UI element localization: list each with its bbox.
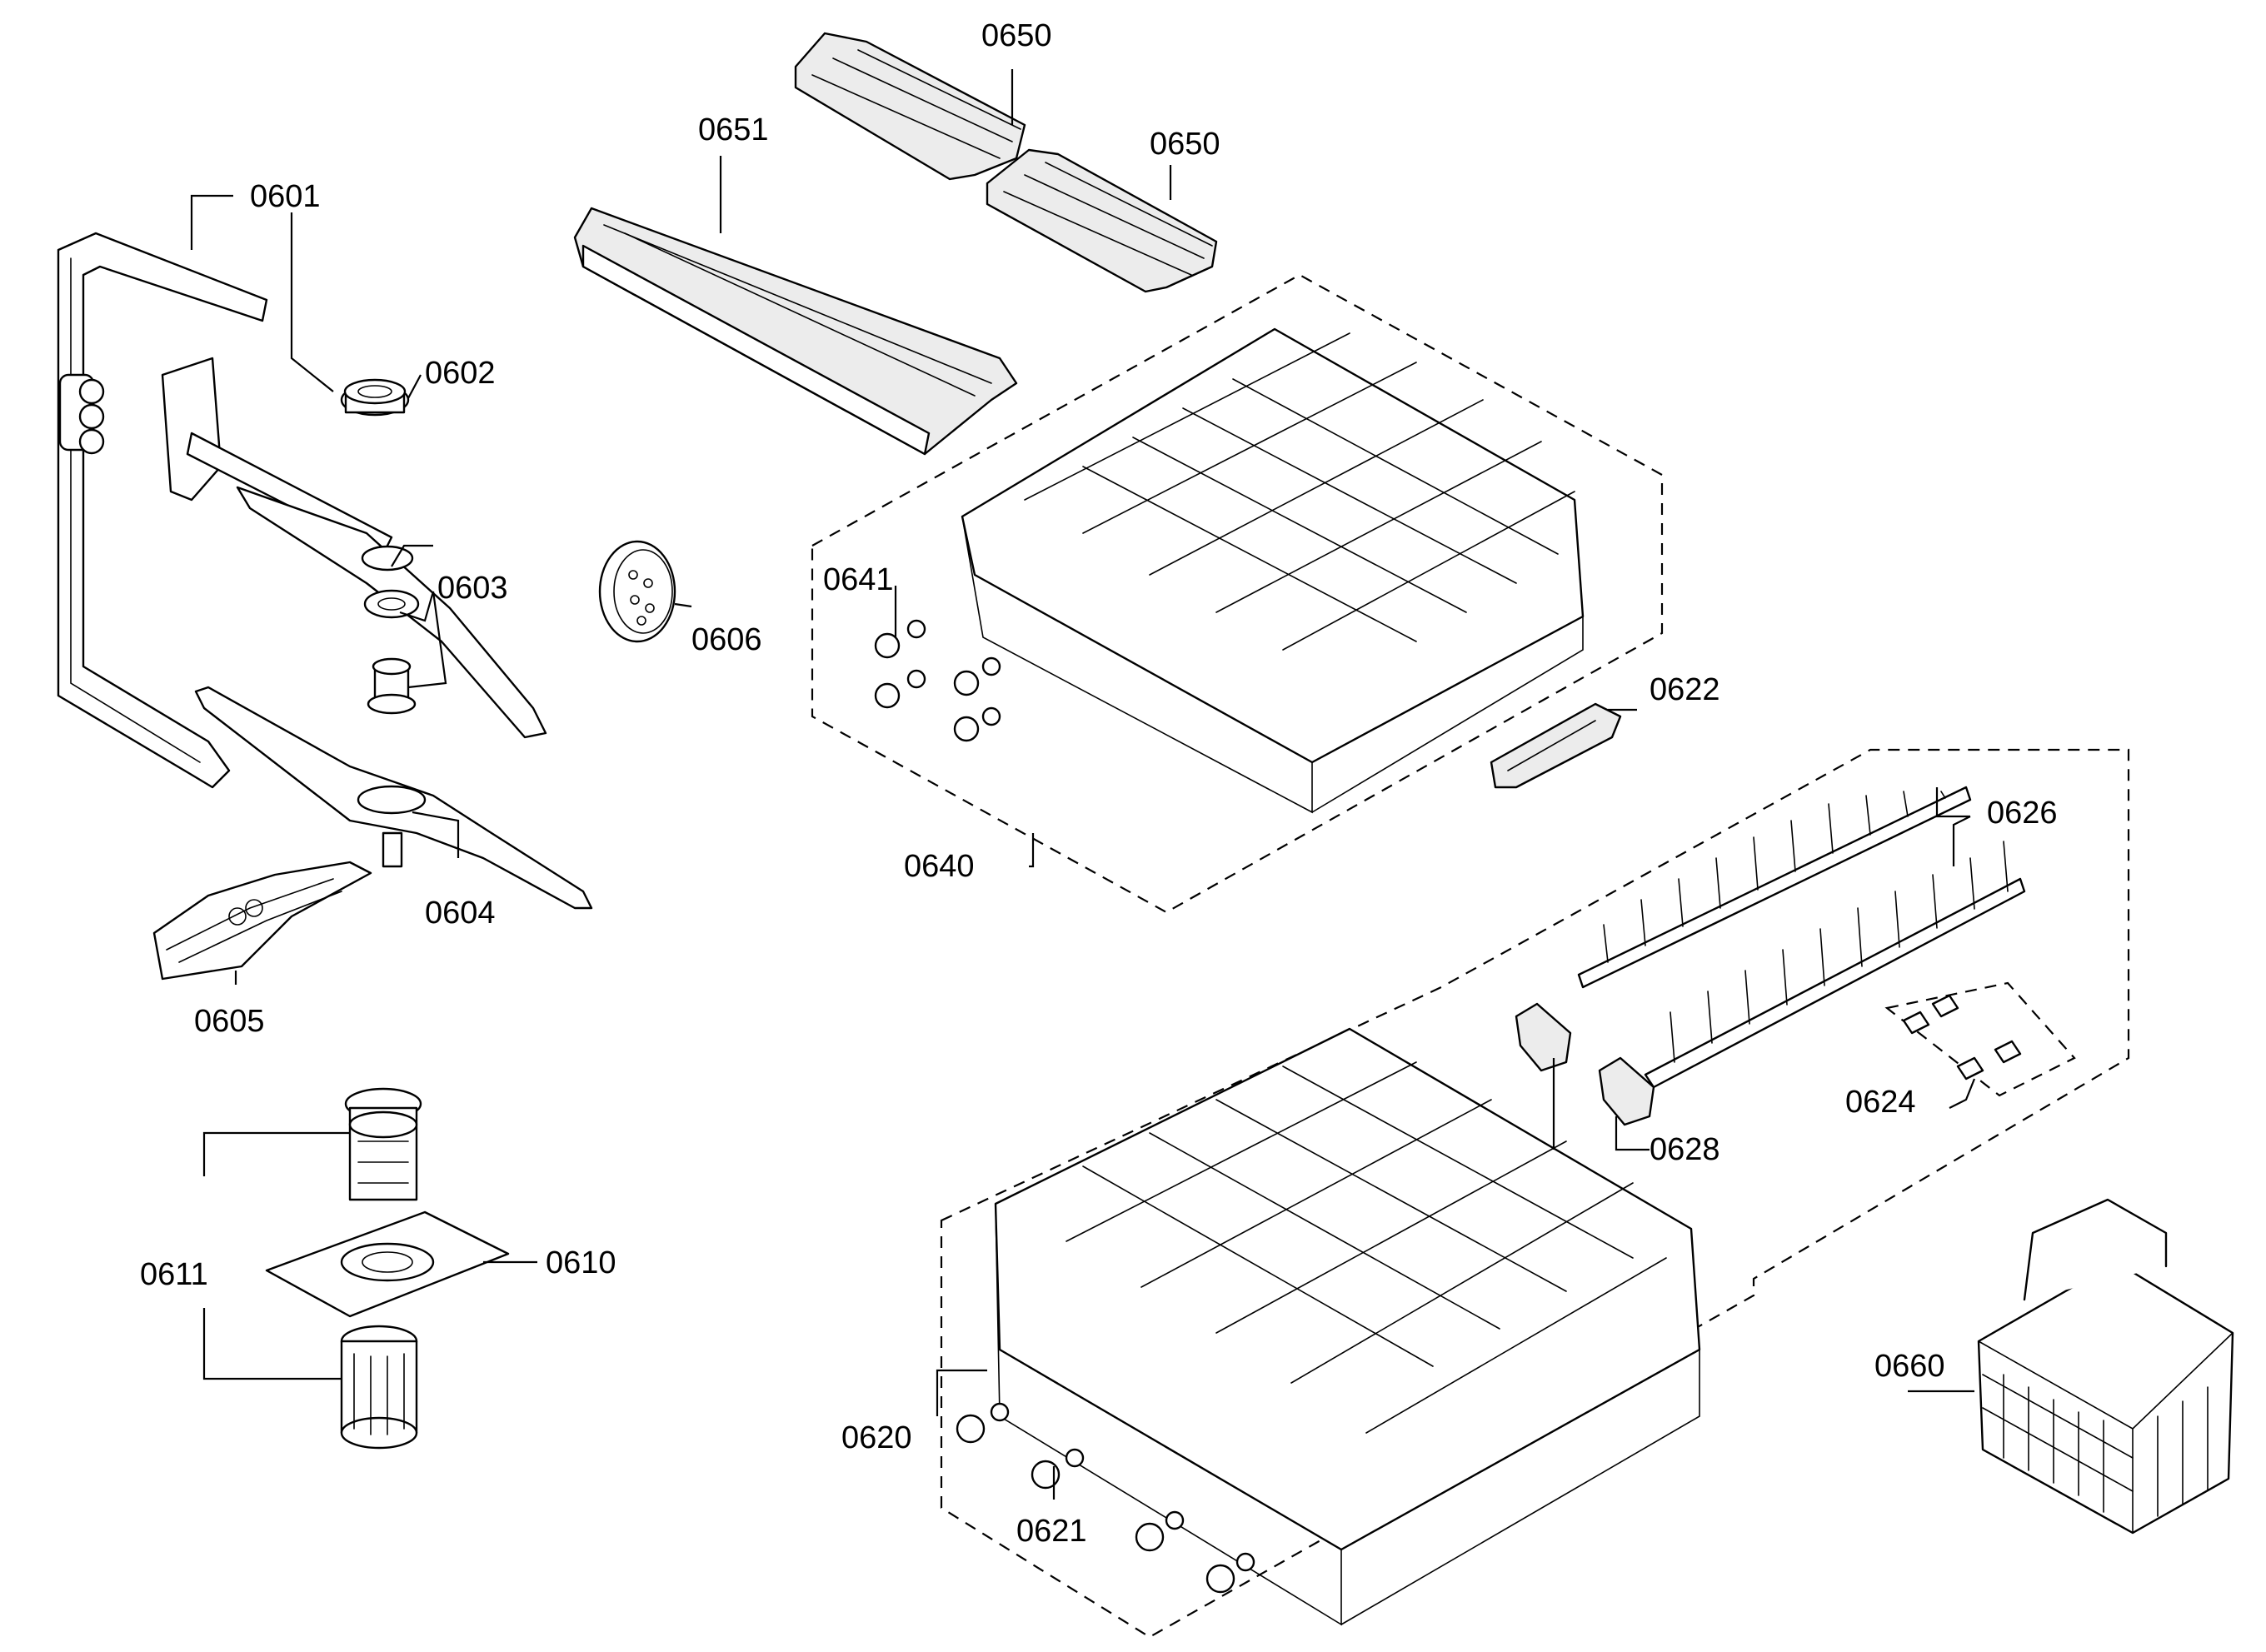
part-0602-bearing [340, 378, 410, 417]
label-0611: 0611 [140, 1257, 208, 1292]
leader-lines [190, 69, 1976, 1500]
part-0660-cutlery-basket [1977, 1198, 2234, 1535]
part-0601-feed-pipe [57, 232, 268, 789]
label-0641: 0641 [823, 562, 894, 597]
label-0606: 0606 [691, 622, 762, 657]
part-0606-grate-disc [598, 540, 676, 643]
part-0621-rack-rollers [956, 1402, 1255, 1594]
accessory-bracket-group-outline [1884, 981, 2076, 1097]
label-0650-top: 0650 [981, 18, 1052, 53]
label-0626: 0626 [1987, 796, 2058, 831]
part-0651-cutlery-tray [573, 207, 1018, 456]
label-0605: 0605 [194, 1004, 265, 1039]
label-0622: 0622 [1650, 672, 1720, 707]
part-0628-tine-clips [1515, 1002, 1655, 1126]
label-0604: 0604 [425, 896, 496, 931]
part-0611-fine-filter [344, 1087, 422, 1201]
label-0601: 0601 [250, 179, 321, 214]
part-0603-upper-spray-arm [161, 357, 547, 739]
label-0628: 0628 [1650, 1132, 1720, 1167]
label-0620: 0620 [841, 1420, 912, 1455]
part-labels: 0601 0602 0603 0604 0605 0606 0610 0611 … [140, 18, 2058, 1549]
lower-rack-group-outline [940, 748, 2130, 1639]
part-0650-cup-shelf-right [986, 148, 1218, 293]
part-0604-lower-spray-arm [194, 686, 593, 910]
label-0651: 0651 [698, 112, 769, 147]
label-0640: 0640 [904, 849, 975, 884]
part-0610-filter-plate [265, 1210, 510, 1318]
label-0624: 0624 [1845, 1085, 1916, 1120]
part-0624-brackets [1902, 994, 2022, 1081]
part-0650-cup-shelf-top [794, 32, 1026, 181]
label-0610: 0610 [546, 1245, 616, 1280]
part-0605-filter-cover [152, 861, 372, 981]
label-0650-right: 0650 [1150, 127, 1220, 162]
label-0660: 0660 [1874, 1349, 1945, 1384]
label-0621: 0621 [1016, 1514, 1087, 1549]
part-0622-rack-handle [1490, 702, 1622, 789]
label-0603: 0603 [437, 571, 508, 606]
part-0640-upper-rack [961, 327, 1585, 814]
part-0641-rack-rollers [874, 619, 1001, 742]
upper-rack-group-outline [811, 273, 1664, 914]
part-0626-folding-tines [1577, 786, 2026, 1089]
label-0602: 0602 [425, 356, 496, 391]
part-0611-coarse-filter [340, 1325, 418, 1450]
part-0620-lower-rack [994, 1027, 1701, 1626]
